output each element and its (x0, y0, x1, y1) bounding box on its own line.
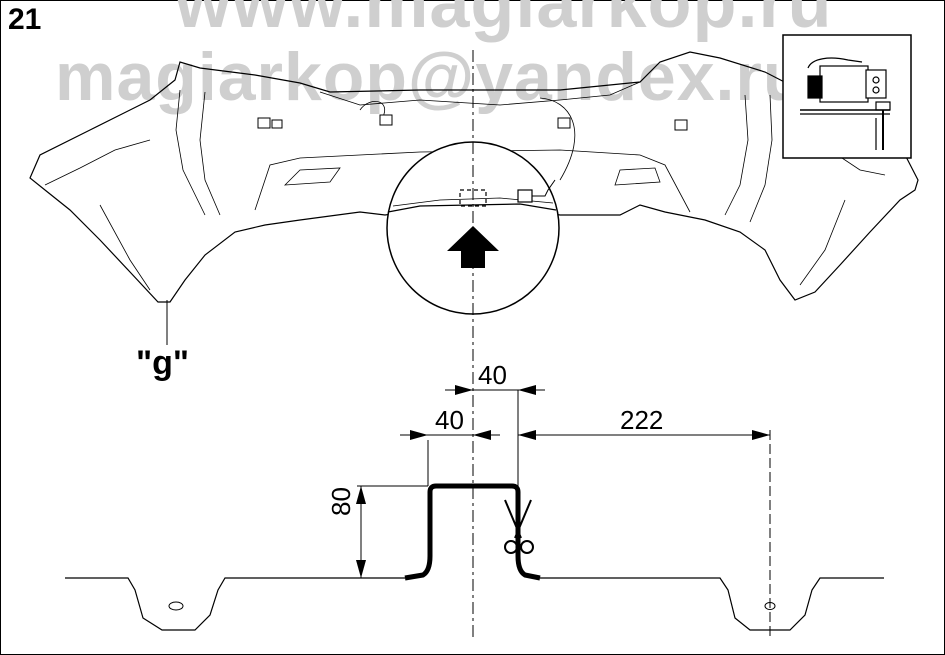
dimension-width-upper: 40 (478, 360, 507, 390)
scissors-icon (504, 499, 534, 554)
figure-number: 21 (8, 3, 42, 36)
dimension-width-lower: 40 (435, 405, 464, 435)
dimension-lines (357, 389, 771, 640)
dimension-offset: 222 (620, 405, 664, 435)
part-label-g: "g" (136, 344, 190, 382)
watermark-line-1: www.magiarkop.ru (175, 0, 833, 43)
watermark-line-2: magiarkop@yandex.ru (55, 39, 806, 115)
jigsaw-icon (800, 57, 891, 150)
jigsaw-inset (782, 34, 912, 159)
up-arrow-icon (447, 226, 499, 268)
cut-profile (65, 483, 884, 631)
dimension-height: 80 (326, 487, 356, 516)
dimension-arrows (356, 385, 770, 578)
